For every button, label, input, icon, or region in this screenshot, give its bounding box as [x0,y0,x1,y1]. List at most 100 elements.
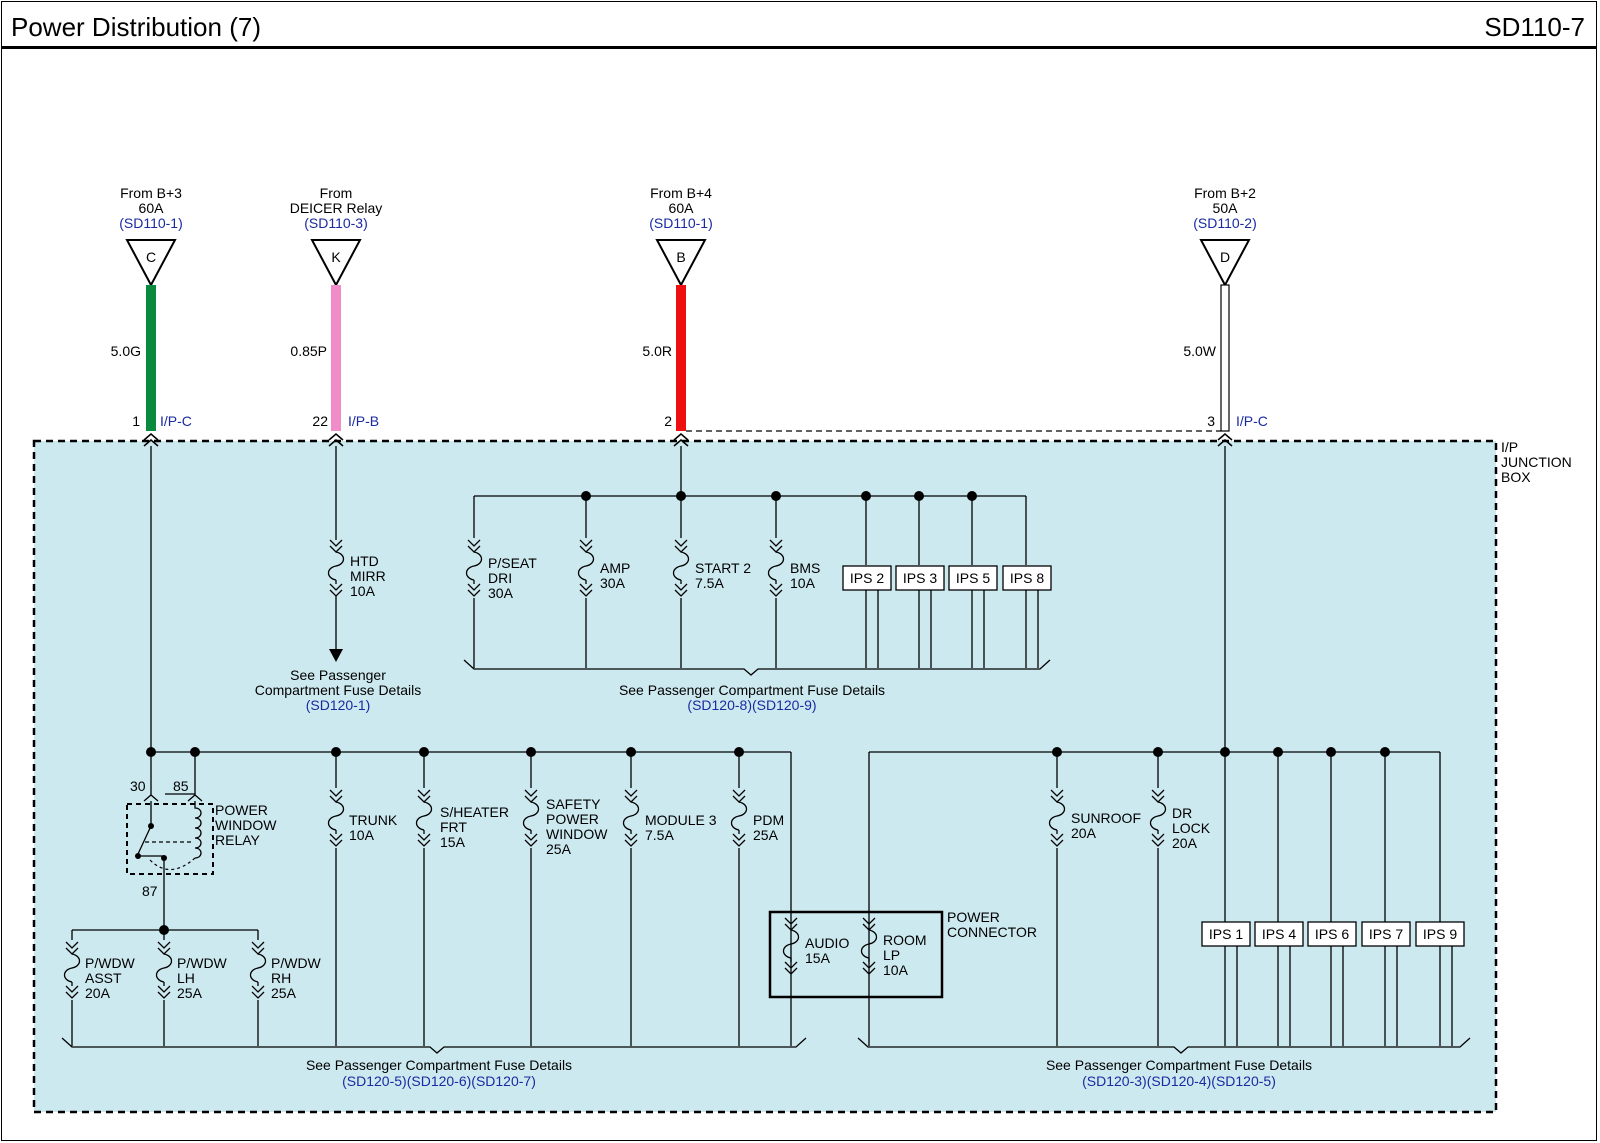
fuse-label-safety: SAFETY [546,796,601,812]
pin-b-number: 2 [664,413,672,429]
connector-c-letter: C [146,249,156,265]
fuse-label-drlock: LOCK [1172,820,1211,836]
wire-0-85p [331,285,341,431]
fuse-label-htd: HTD [350,553,379,569]
wire-b-label: 5.0R [642,343,672,359]
page-header: Power Distribution (7) SD110-7 [1,1,1597,49]
ips-label: IPS 1 [1209,926,1243,942]
source-b-ref[interactable]: (SD110-1) [649,215,713,231]
fuse-label-room: LP [883,947,900,963]
fuse-label-pdm: PDM [753,812,784,828]
fuse-label-safety: POWER [546,811,599,827]
fuse-label-start2: 7.5A [695,575,724,591]
relay-coil [194,801,202,859]
page-id: SD110-7 [1484,12,1585,42]
wire-5-0g [146,285,156,431]
junction-box-label: JUNCTION [1501,454,1572,470]
source-b-from: From B+4 [650,185,712,201]
fuse-label-pwdw-asst: ASST [85,970,122,986]
connector-c-symbol [125,239,177,288]
junction-box-label: I/P [1501,439,1518,455]
ips-top-group: IPS 2 IPS 3 IPS 5 IPS 8 [842,565,1052,591]
wire-5-0r [676,285,686,431]
fuse-label-htd: MIRR [350,568,386,584]
ips-box [948,565,998,591]
fuse-label-pwdw-lh: P/WDW [177,955,228,971]
ips-box [1002,565,1052,591]
ips-label: IPS 5 [956,570,990,586]
fuse-label-bms: BMS [790,560,820,576]
relay-pin-chevrons [143,794,203,802]
ips-label: IPS 3 [903,570,937,586]
port-c: I/P-C [160,413,192,429]
fuse-label-trunk: 10A [349,827,375,843]
port-k: I/P-B [348,413,379,429]
fuse-label-pseat: 30A [488,585,514,601]
fuse-labels: HTD MIRR 10A P/SEAT DRI 30A AMP 30A STAR… [85,553,1211,1001]
note-bottom-left: See Passenger Compartment Fuse Details [306,1057,572,1073]
fuse-label-module3: 7.5A [645,827,674,843]
source-c-from: From B+3 [120,185,182,201]
source-d-ref[interactable]: (SD110-2) [1193,215,1257,231]
fuse-label-room: 10A [883,962,909,978]
relay-pin-87: 87 [142,883,158,899]
relay-name: RELAY [215,832,261,848]
source-k-ref[interactable]: (SD110-3) [304,215,368,231]
connector-b-letter: B [676,249,685,265]
htd-arrow [329,649,343,662]
fuse-label-room: ROOM [883,932,927,948]
wire-5-0w [1220,284,1230,432]
wire-c-label: 5.0G [111,343,141,359]
notes: See Passenger Compartment Fuse Details (… [255,667,1312,1089]
pin-c-number: 1 [132,413,140,429]
note-top-ref[interactable]: (SD120-8)(SD120-9) [687,697,816,713]
connector-k-symbol [310,239,362,288]
fuse-label-safety: 25A [546,841,572,857]
fuse-label-pwdw-lh: LH [177,970,195,986]
note-htd-ref[interactable]: (SD120-1) [306,697,371,713]
ips-box [1415,921,1465,947]
source-c-ref[interactable]: (SD110-1) [119,215,183,231]
relay-pin-30: 30 [130,778,146,794]
fuse-label-pwdw-rh: P/WDW [271,955,322,971]
pin-k-number: 22 [312,413,328,429]
fuse-label-audio: 15A [805,950,831,966]
relay-switch-arm [137,825,152,855]
connector-d-letter: D [1220,249,1230,265]
fuse-label-sheater: FRT [440,819,467,835]
fuse-label-sheater: S/HEATER [440,804,509,820]
note-bottom-left-ref[interactable]: (SD120-5)(SD120-6)(SD120-7) [342,1073,536,1089]
source-b-rating: 60A [669,200,695,216]
fuse-label-pseat: DRI [488,570,512,586]
relay-name: WINDOW [215,817,277,833]
ips-label: IPS 2 [850,570,884,586]
fuse-label-start2: START 2 [695,560,751,576]
note-htd-line2: Compartment Fuse Details [255,682,422,698]
power-connector-label: POWER [947,909,1000,925]
source-k-from2: DEICER Relay [290,200,383,216]
note-bottom-right-ref[interactable]: (SD120-3)(SD120-4)(SD120-5) [1082,1073,1276,1089]
fuse-label-safety: WINDOW [546,826,608,842]
connector-k-letter: K [331,249,341,265]
fuse-label-drlock: 20A [1172,835,1198,851]
source-c-rating: 60A [139,200,165,216]
fuse-label-amp: 30A [600,575,626,591]
relay-outline [126,803,214,875]
source-d-rating: 50A [1213,200,1239,216]
ips-box [842,565,892,591]
fuse-label-pdm: 25A [753,827,779,843]
fuse-label-pwdw-asst: 20A [85,985,111,1001]
wire-k-label: 0.85P [290,343,327,359]
note-htd-line1: See Passenger [290,667,386,683]
fuse-label-audio: AUDIO [805,935,849,951]
ips-bottom-group: IPS 1 IPS 4 IPS 6 IPS 7 IPS 9 [1201,921,1465,947]
relay-pin-85: 85 [173,778,189,794]
fuse-label-pwdw-rh: 25A [271,985,297,1001]
fuse-label-sunroof: SUNROOF [1071,810,1141,826]
relay-name: POWER [215,802,268,818]
fuse-label-pwdw-rh: RH [271,970,291,986]
connector-b-symbol [655,239,707,288]
